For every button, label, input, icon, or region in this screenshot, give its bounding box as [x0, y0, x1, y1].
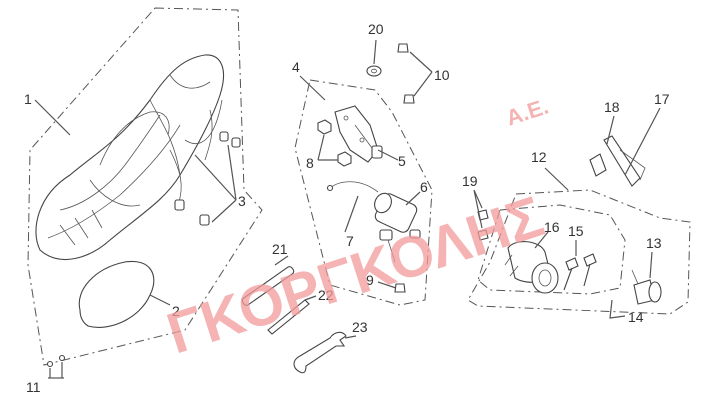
- rivet-part-11a: [46, 360, 54, 368]
- leader-8: [317, 134, 338, 161]
- callout-12: 12: [531, 149, 547, 165]
- latch-group: 5 8 7 6 9 4: [292, 59, 433, 306]
- callout-22: 22: [318, 287, 334, 303]
- leader-20: [373, 39, 377, 65]
- bolt-part-10a: [397, 43, 409, 53]
- leader-2: [149, 294, 171, 306]
- seat-group-boundary: [27, 7, 263, 366]
- leader-12: [544, 167, 569, 191]
- ignition-lock-part: [504, 241, 559, 294]
- rivet-part-11b: [58, 354, 66, 362]
- seat-pad-part: [78, 260, 155, 328]
- nut-part-8b: [337, 151, 352, 167]
- tool-21: 21: [241, 241, 295, 306]
- callout-23: 23: [352, 319, 368, 335]
- callout-9: 9: [366, 272, 374, 288]
- leader-19: [473, 189, 483, 229]
- callout-8: 8: [306, 155, 314, 171]
- callout-10: 10: [434, 67, 450, 83]
- leader-5: [377, 149, 399, 161]
- callout-3: 3: [238, 193, 246, 209]
- callout-6: 6: [420, 179, 428, 195]
- lock-set-group: 16 15 13 12 14: [467, 149, 691, 325]
- seat-group: 3 2 1 11: [24, 7, 263, 395]
- cable-part: [329, 181, 379, 193]
- leader-13: [649, 251, 653, 279]
- leader-4: [299, 75, 326, 101]
- bolt-part-10b: [403, 94, 415, 104]
- latch-part: [334, 105, 383, 163]
- leader-18: [606, 115, 615, 145]
- screw-part-19b: [477, 229, 489, 241]
- nut-part-8a: [317, 119, 332, 135]
- callout-4: 4: [292, 59, 300, 75]
- callout-2: 2: [172, 303, 180, 319]
- callout-11: 11: [26, 379, 41, 395]
- callout-15: 15: [568, 223, 584, 239]
- wrench-part-23: 23: [293, 319, 368, 374]
- leader-17: [624, 107, 661, 176]
- lock-set-boundary-inner: [477, 204, 626, 295]
- solenoid-part: [374, 192, 421, 263]
- cable-bracket-part: [589, 135, 646, 187]
- leader-10: [409, 51, 433, 97]
- callout-16: 16: [544, 219, 560, 235]
- leader-14: [609, 299, 626, 319]
- keys-part: [563, 253, 597, 291]
- leader-11: [49, 362, 63, 378]
- callout-20: 20: [368, 21, 384, 37]
- bolt-set-part-3: [174, 131, 241, 226]
- callout-14: 14: [628, 309, 644, 325]
- washer-part-20: [366, 65, 382, 77]
- leader-16: [534, 231, 549, 249]
- watermark-main: ΓΚΟΡΓΚΟΛΗΣ: [159, 184, 551, 367]
- latch-group-boundary: [294, 79, 433, 306]
- leader-7: [344, 195, 359, 233]
- leader-6: [405, 191, 421, 206]
- seat-part: [35, 54, 224, 260]
- leader-3: [194, 144, 237, 223]
- callout-18: 18: [604, 99, 620, 115]
- watermark-suffix: Α.Ε.: [503, 94, 551, 131]
- callout-1: 1: [24, 91, 32, 107]
- seat-lock-part-13: [631, 269, 662, 305]
- screw-part-9: [394, 283, 406, 293]
- callout-7: 7: [346, 233, 354, 249]
- callout-5: 5: [398, 153, 406, 169]
- callout-17: 17: [654, 91, 670, 107]
- tool-22: 22: [267, 287, 334, 335]
- leader-9: [377, 281, 397, 289]
- callout-19: 19: [462, 173, 478, 189]
- leader-1: [34, 99, 71, 136]
- lock-set-boundary-outer: [467, 189, 691, 315]
- callout-21: 21: [272, 241, 288, 257]
- callout-13: 13: [646, 235, 662, 251]
